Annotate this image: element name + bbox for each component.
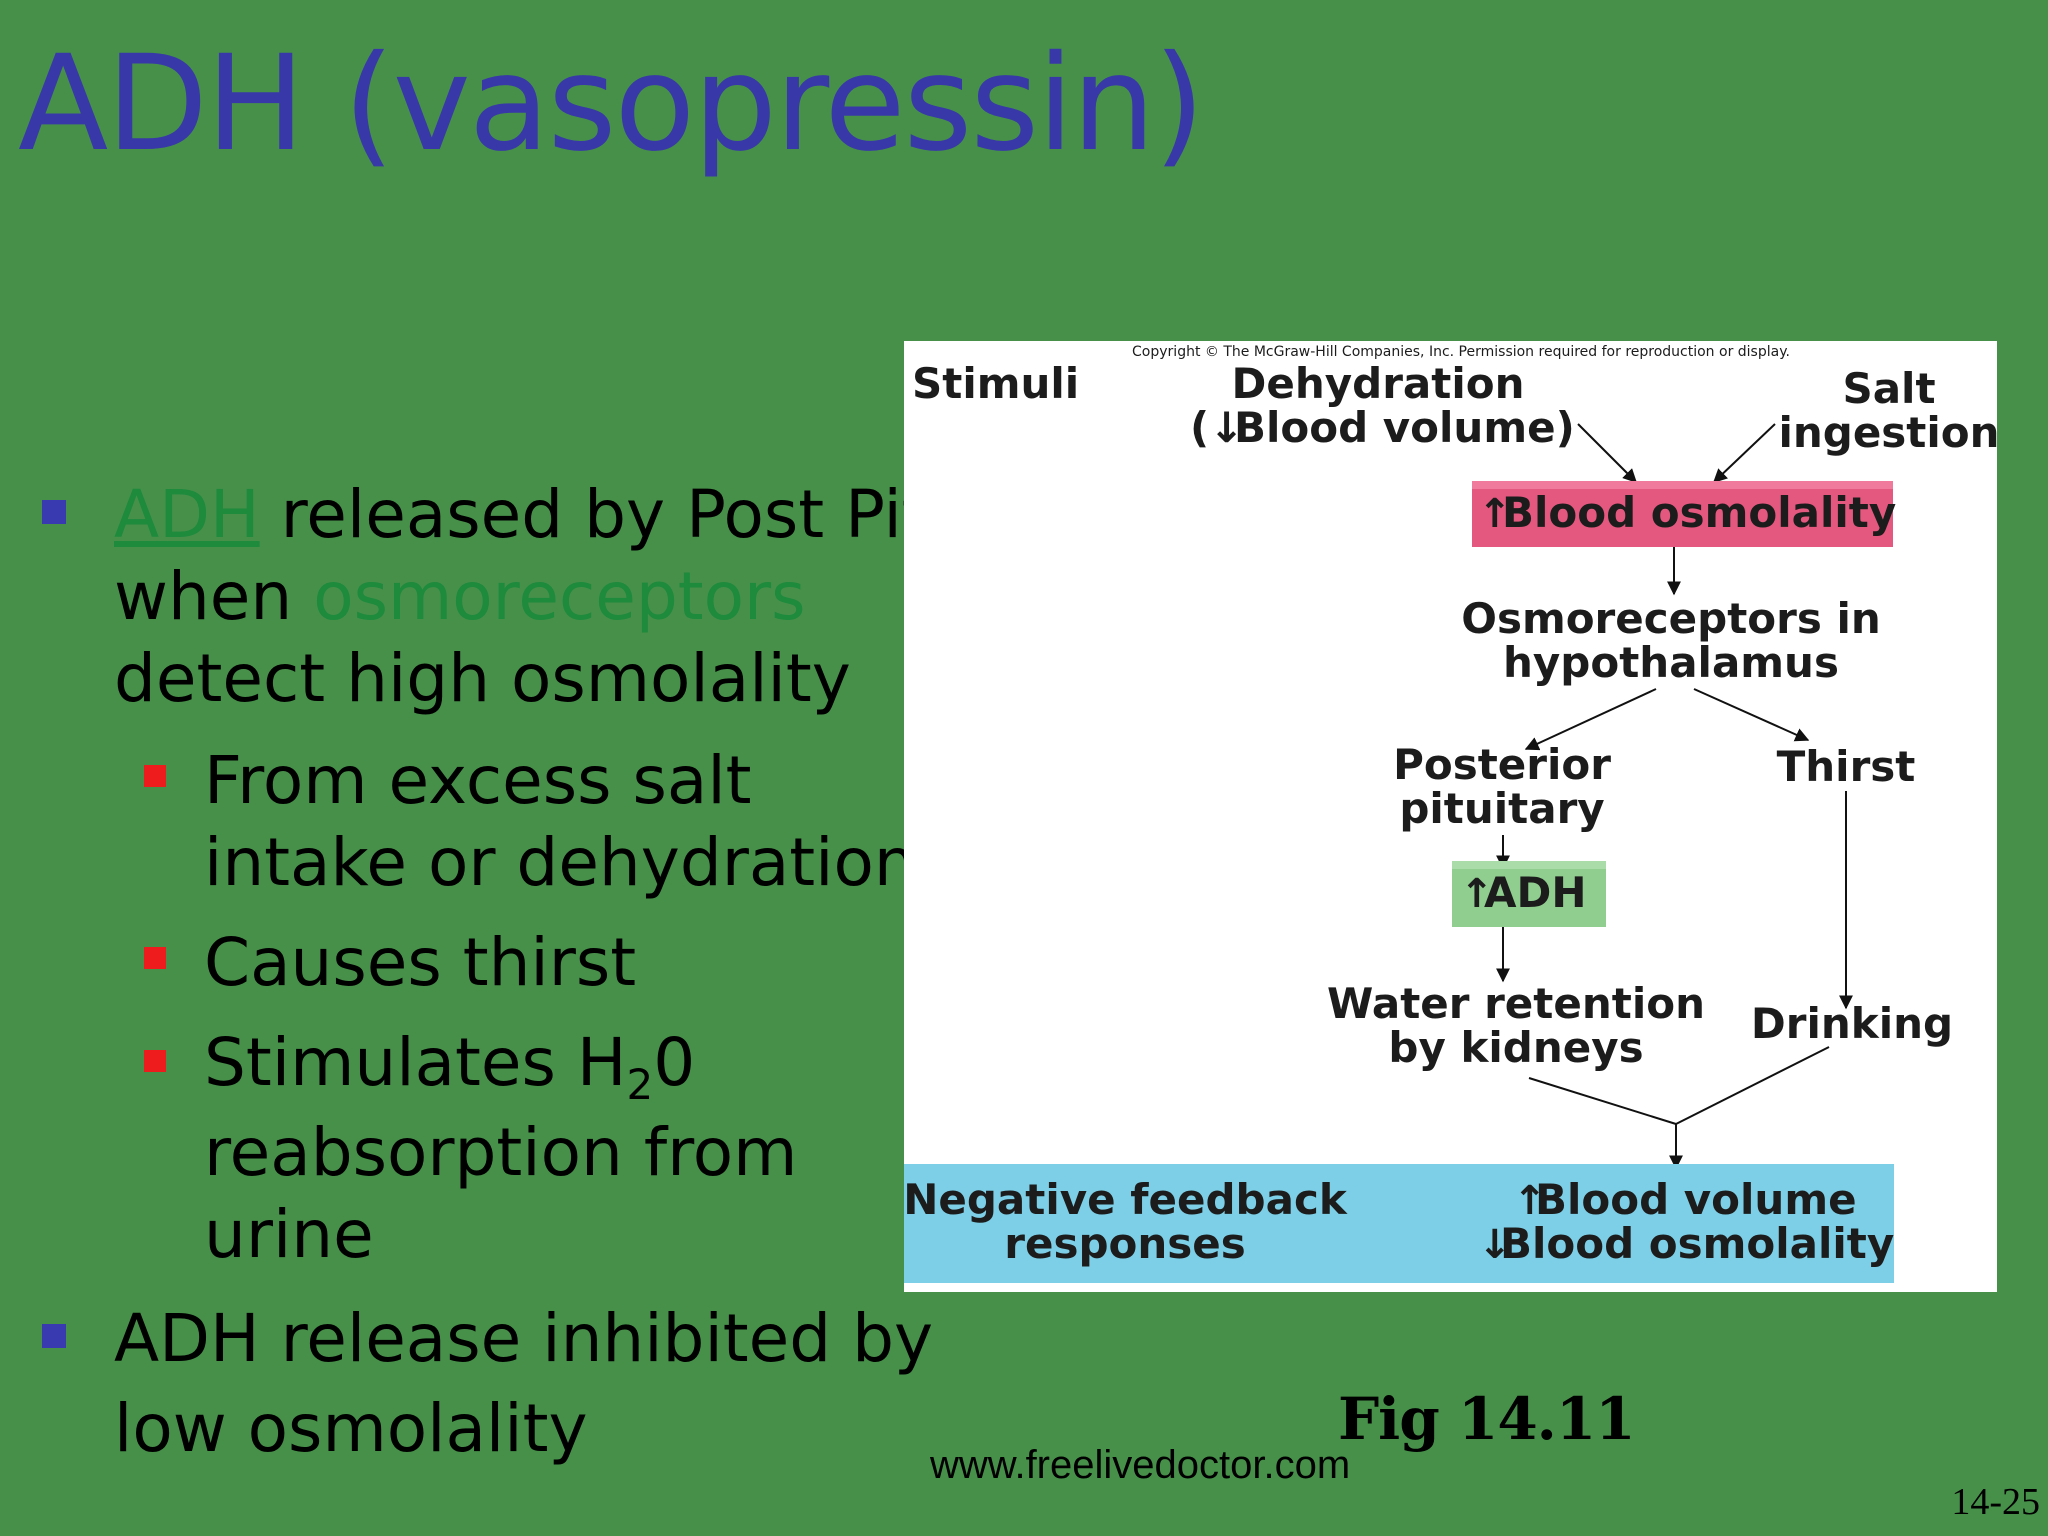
bullet-1-line-1: ADH released by Post Pit [114,476,928,553]
result-blood-osmolality: Blood osmolality [1500,1219,1894,1268]
up-arrow-icon: ↑ [1513,1178,1547,1224]
sub-bullet-2-line-1: Causes thirst [204,924,637,1001]
sub-bullet-1-line-1: From excess salt [204,742,752,819]
down-arrow-icon: ↓ [1209,403,1244,452]
pituitary-label: pituitary [1399,784,1604,833]
adh-label: ADH [1484,868,1587,917]
arrow-to-thirst [1693,688,1810,742]
merge-line-left [1528,1077,1677,1125]
result-blood-volume: Blood volume [1535,1175,1857,1224]
bullet-2-line-1: ADH release inhibited by [114,1300,934,1377]
dehydration-label: Dehydration [1232,359,1525,408]
figure-caption: Fig 14.11 [1338,1385,1636,1453]
bullet-1-line-3: detect high osmolality [114,640,851,717]
arrow-salt [1712,423,1776,483]
negative-feedback-band [904,1164,1894,1283]
osmoreceptors-label-1: Osmoreceptors in [1461,594,1881,643]
stimuli-label: Stimuli [912,359,1079,408]
merge-line-right [1675,1046,1830,1125]
slide-title: ADH (vasopressin) [18,27,1205,181]
copyright-notice: Copyright © The McGraw-Hill Companies, I… [1132,344,1790,360]
sub-bullet-marker-2 [144,947,166,969]
website-url[interactable]: www.freelivedoctor.com [930,1443,1351,1487]
bullet-1-line-2: when osmoreceptors [114,558,806,635]
paren-open: ( [1190,403,1209,452]
bullet-2-line-2: low osmolality [114,1390,588,1467]
slide-number: 14-25 [1951,1481,2040,1523]
blood-osmolality-label: Blood osmolality [1502,488,1896,537]
adh-link[interactable]: ADH [114,476,260,553]
sub-bullet-3-line-2: reabsorption from [204,1114,798,1191]
arrow-dehydration [1577,423,1637,483]
up-arrow-icon: ↑ [1478,491,1512,537]
sub-bullet-marker-3 [144,1050,166,1072]
arrow-to-posterior [1524,688,1657,751]
posterior-label: Posterior [1393,740,1611,789]
thirst-label: Thirst [1777,742,1916,791]
drinking-label: Drinking [1751,999,1953,1048]
salt-label: Salt [1842,364,1935,413]
negative-feedback-label-1: Negative feedback [904,1175,1348,1224]
negative-feedback-label-2: responses [1004,1219,1246,1268]
sub-bullet-3-line-3: urine [204,1196,374,1273]
ingestion-label: ingestion [1778,408,1997,457]
down-arrow-icon: ↓ [1478,1222,1512,1268]
osmoreceptors-term: osmoreceptors [313,558,806,635]
osmoreceptors-label-2: hypothalamus [1503,638,1839,687]
up-arrow-icon: ↑ [1460,871,1494,917]
sub-bullet-1-line-2: intake or dehydration [204,824,916,901]
blood-volume-label: Blood volume) [1234,403,1575,452]
water-retention-label-1: Water retention [1327,979,1705,1028]
sub-bullet-3-line-1: Stimulates H20 [204,1024,696,1109]
blood-osmolality-box [1472,481,1893,547]
adh-flow-diagram: Copyright © The McGraw-Hill Companies, I… [904,341,1997,1292]
bullet-marker-2 [42,1324,66,1348]
bullet-marker-1 [42,500,66,524]
adh-box [1452,861,1606,927]
water-retention-label-2: by kidneys [1388,1023,1643,1072]
sub-bullet-marker-1 [144,765,166,787]
